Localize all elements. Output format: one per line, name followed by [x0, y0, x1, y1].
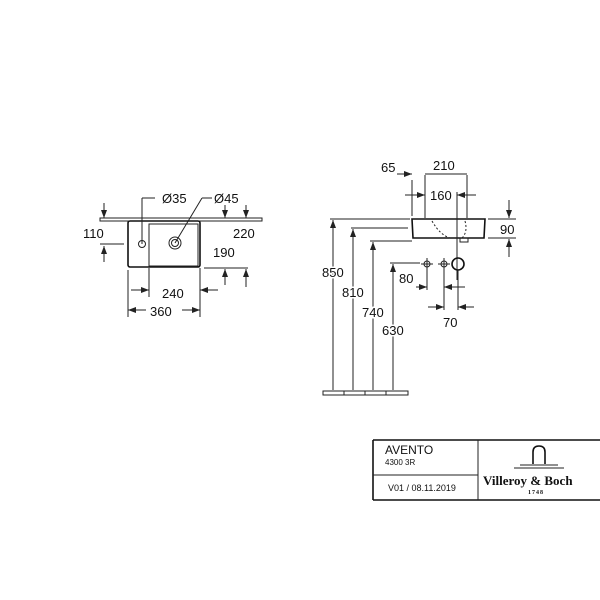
dim-70: 70 — [443, 315, 457, 330]
product-name: AVENTO — [385, 443, 434, 457]
floor-line — [322, 390, 409, 396]
dim-360: 360 — [150, 304, 172, 319]
brand-year: 1748 — [528, 490, 544, 496]
basin-bowl — [148, 223, 199, 267]
version-date: V01 / 08.11.2019 — [388, 483, 456, 493]
dim-190: 190 — [213, 245, 235, 260]
height-810: 810 — [342, 285, 364, 300]
plan-view: Ø35 Ø45 110 220 190 240 360 — [83, 191, 263, 319]
height-630: 630 — [382, 323, 404, 338]
dim-110: 110 — [83, 226, 104, 241]
side-view: 65 210 160 90 850 810 740 630 — [321, 158, 516, 396]
basin-side-outline — [411, 218, 486, 239]
dim-220: 220 — [233, 226, 255, 241]
brand-logo-mark — [514, 445, 564, 469]
title-block — [372, 439, 600, 501]
brand-name: Villeroy & Boch — [483, 473, 573, 488]
height-740: 740 — [362, 305, 384, 320]
dim-90: 90 — [500, 222, 514, 237]
dim-240: 240 — [162, 286, 184, 301]
water-connections — [421, 257, 465, 271]
basin-outline — [127, 220, 201, 268]
dim-160: 160 — [430, 188, 452, 203]
dim-80: 80 — [399, 271, 413, 286]
diameter-35-label: Ø35 — [162, 191, 187, 206]
product-code: 4300 3R — [385, 458, 416, 467]
dim-210: 210 — [433, 158, 455, 173]
height-850: 850 — [322, 265, 344, 280]
dim-65: 65 — [381, 160, 395, 175]
diameter-45-label: Ø45 — [214, 191, 239, 206]
drain-hole — [168, 236, 182, 250]
